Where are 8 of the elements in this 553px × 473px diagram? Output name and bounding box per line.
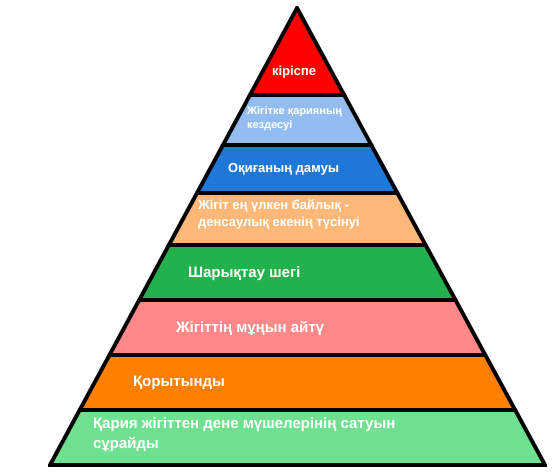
band-label: Жігіттің мұңын айтү (176, 318, 326, 338)
band-label: Қорытынды (133, 372, 226, 392)
band-label: Жігітке қарияның кездесуі (247, 104, 343, 133)
band-label: Қария жігіттен дене мүшелерінің сатуын сұрайды (93, 414, 396, 453)
band-label: кіріспе (272, 63, 317, 80)
band-label: Жігіт ең үлкен байлық - денсаулық екенің түсінуі (198, 197, 361, 231)
band-label: Оқиғаның дамуы (228, 160, 340, 177)
band-label: Шарықтау шегі (188, 263, 302, 282)
